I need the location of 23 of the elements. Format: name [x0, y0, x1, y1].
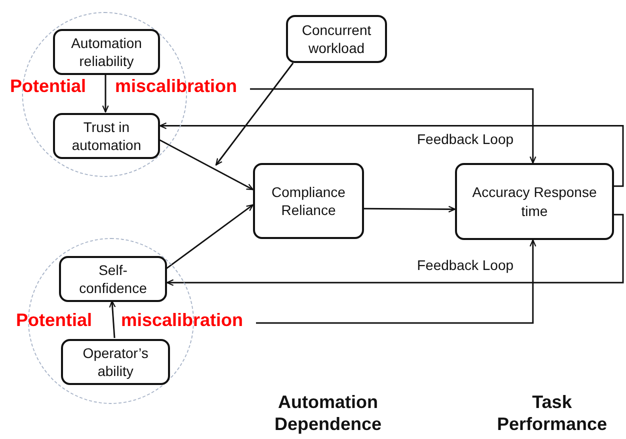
process-box: Self-confidence [59, 256, 167, 302]
arrow [256, 239, 536, 324]
process-box: Operator’s ability [61, 339, 170, 385]
warning-text: Potential miscalibration [16, 310, 256, 336]
process-box: Accuracy Response time [455, 163, 614, 240]
arrow [159, 122, 624, 187]
edge-label: Feedback Loop [415, 257, 516, 273]
arrow [250, 88, 536, 164]
process-box: Trust in automation [53, 113, 160, 159]
process-box: Concurrent workload [286, 15, 387, 63]
arrow [166, 204, 254, 270]
column-heading: Automation Dependence [273, 392, 383, 436]
arrow [158, 138, 254, 190]
arrow [102, 74, 109, 113]
arrow [364, 206, 456, 213]
arrow [166, 214, 624, 286]
process-box: Automation reliability [53, 29, 160, 75]
process-box: Compliance Reliance [253, 163, 364, 239]
warning-text: Potential miscalibration [10, 76, 250, 102]
column-heading: Task Performance [496, 392, 608, 436]
arrow [215, 62, 294, 166]
edge-label: Feedback Loop [415, 131, 516, 147]
arrow [109, 300, 116, 338]
